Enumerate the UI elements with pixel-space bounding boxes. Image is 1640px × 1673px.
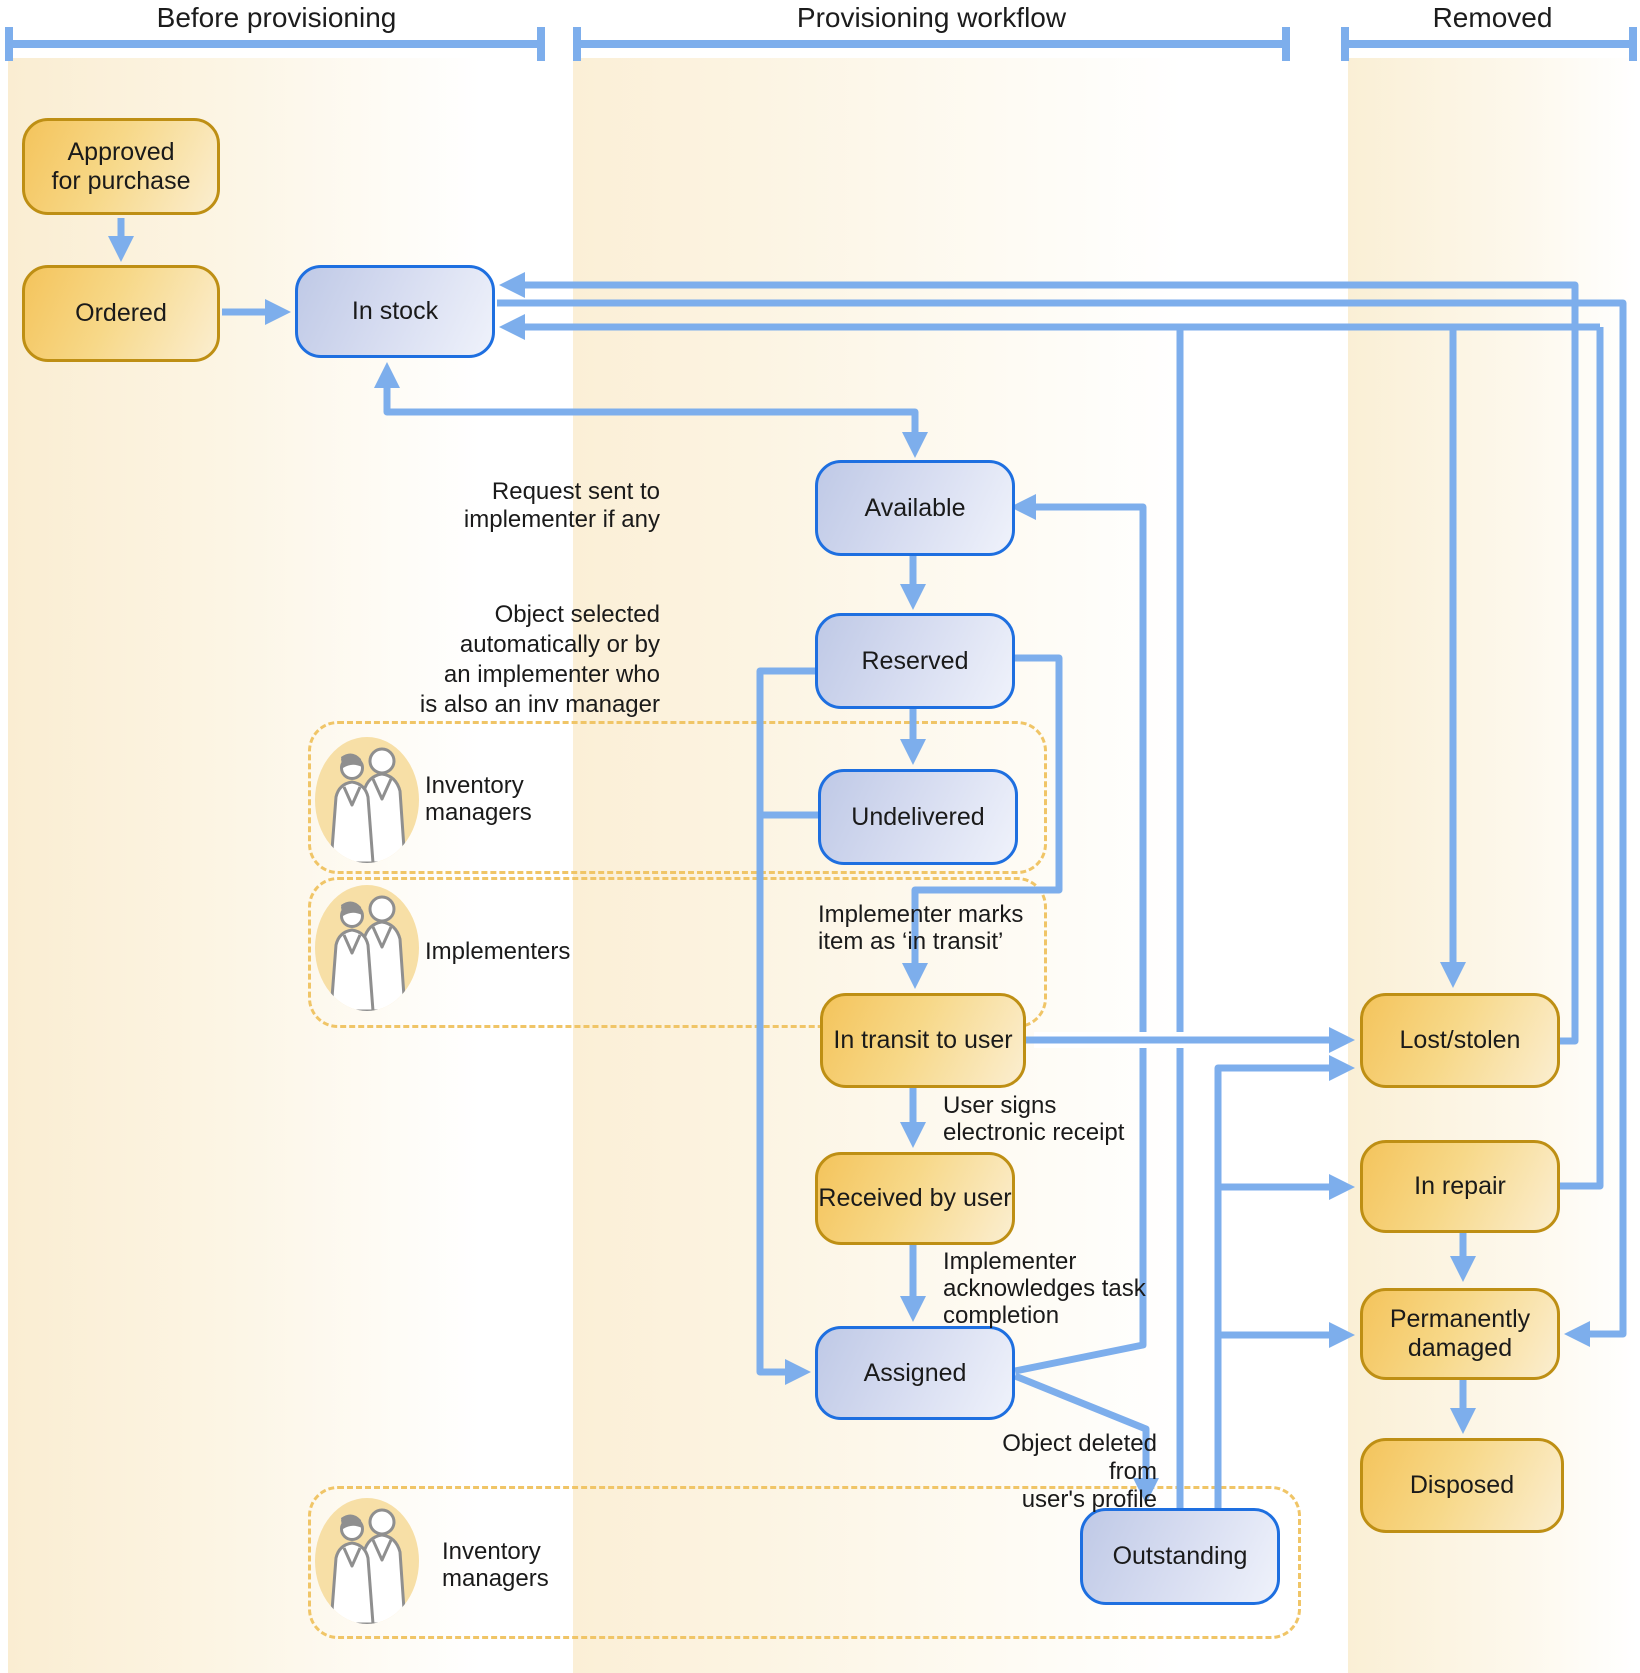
- people-icon: [315, 737, 419, 863]
- state-approved-for-purchase: Approved for purchase: [22, 118, 220, 215]
- state-in-transit-to-user: In transit to user: [820, 993, 1026, 1088]
- people-icon: [315, 1498, 419, 1624]
- state-received-by-user: Received by user: [815, 1152, 1015, 1245]
- state-disposed: Disposed: [1360, 1438, 1564, 1533]
- label-object-selected: Object selected automatically or by an i…: [419, 601, 660, 718]
- state-permanently-damaged: Permanently damaged: [1360, 1288, 1560, 1380]
- state-outstanding: Outstanding: [1080, 1508, 1280, 1605]
- section-title-before-provisioning: Before provisioning: [156, 2, 397, 33]
- label-marks-in-transit: Implementer marks item as ‘in transit’: [818, 901, 1024, 955]
- label-object-deleted: Object deleted from user's profile: [1002, 1430, 1157, 1513]
- section-title-removed: Removed: [1432, 2, 1553, 33]
- state-ordered: Ordered: [22, 265, 220, 362]
- state-available: Available: [815, 460, 1015, 556]
- people-icon: [315, 885, 419, 1011]
- state-assigned: Assigned: [815, 1326, 1015, 1420]
- group-inventory-managers-bottom: [308, 1486, 1301, 1639]
- section-title-provisioning-workflow: Provisioning workflow: [796, 2, 1067, 33]
- group-label-inventory-managers-bottom: Inventory managers: [442, 1538, 549, 1592]
- group-label-inventory-managers: Inventory managers: [425, 772, 532, 826]
- label-acknowledges: Implementer acknowledges task completion: [943, 1248, 1146, 1329]
- state-lost-stolen: Lost/stolen: [1360, 993, 1560, 1088]
- state-reserved: Reserved: [815, 613, 1015, 709]
- label-user-signs: User signs electronic receipt: [943, 1092, 1125, 1146]
- group-label-implementers: Implementers: [425, 938, 571, 965]
- state-undelivered: Undelivered: [818, 769, 1018, 865]
- state-in-repair: In repair: [1360, 1140, 1560, 1233]
- band-removed: [1348, 58, 1637, 1673]
- state-in-stock: In stock: [295, 265, 495, 358]
- label-request-sent: Request sent to implementer if any: [463, 478, 660, 533]
